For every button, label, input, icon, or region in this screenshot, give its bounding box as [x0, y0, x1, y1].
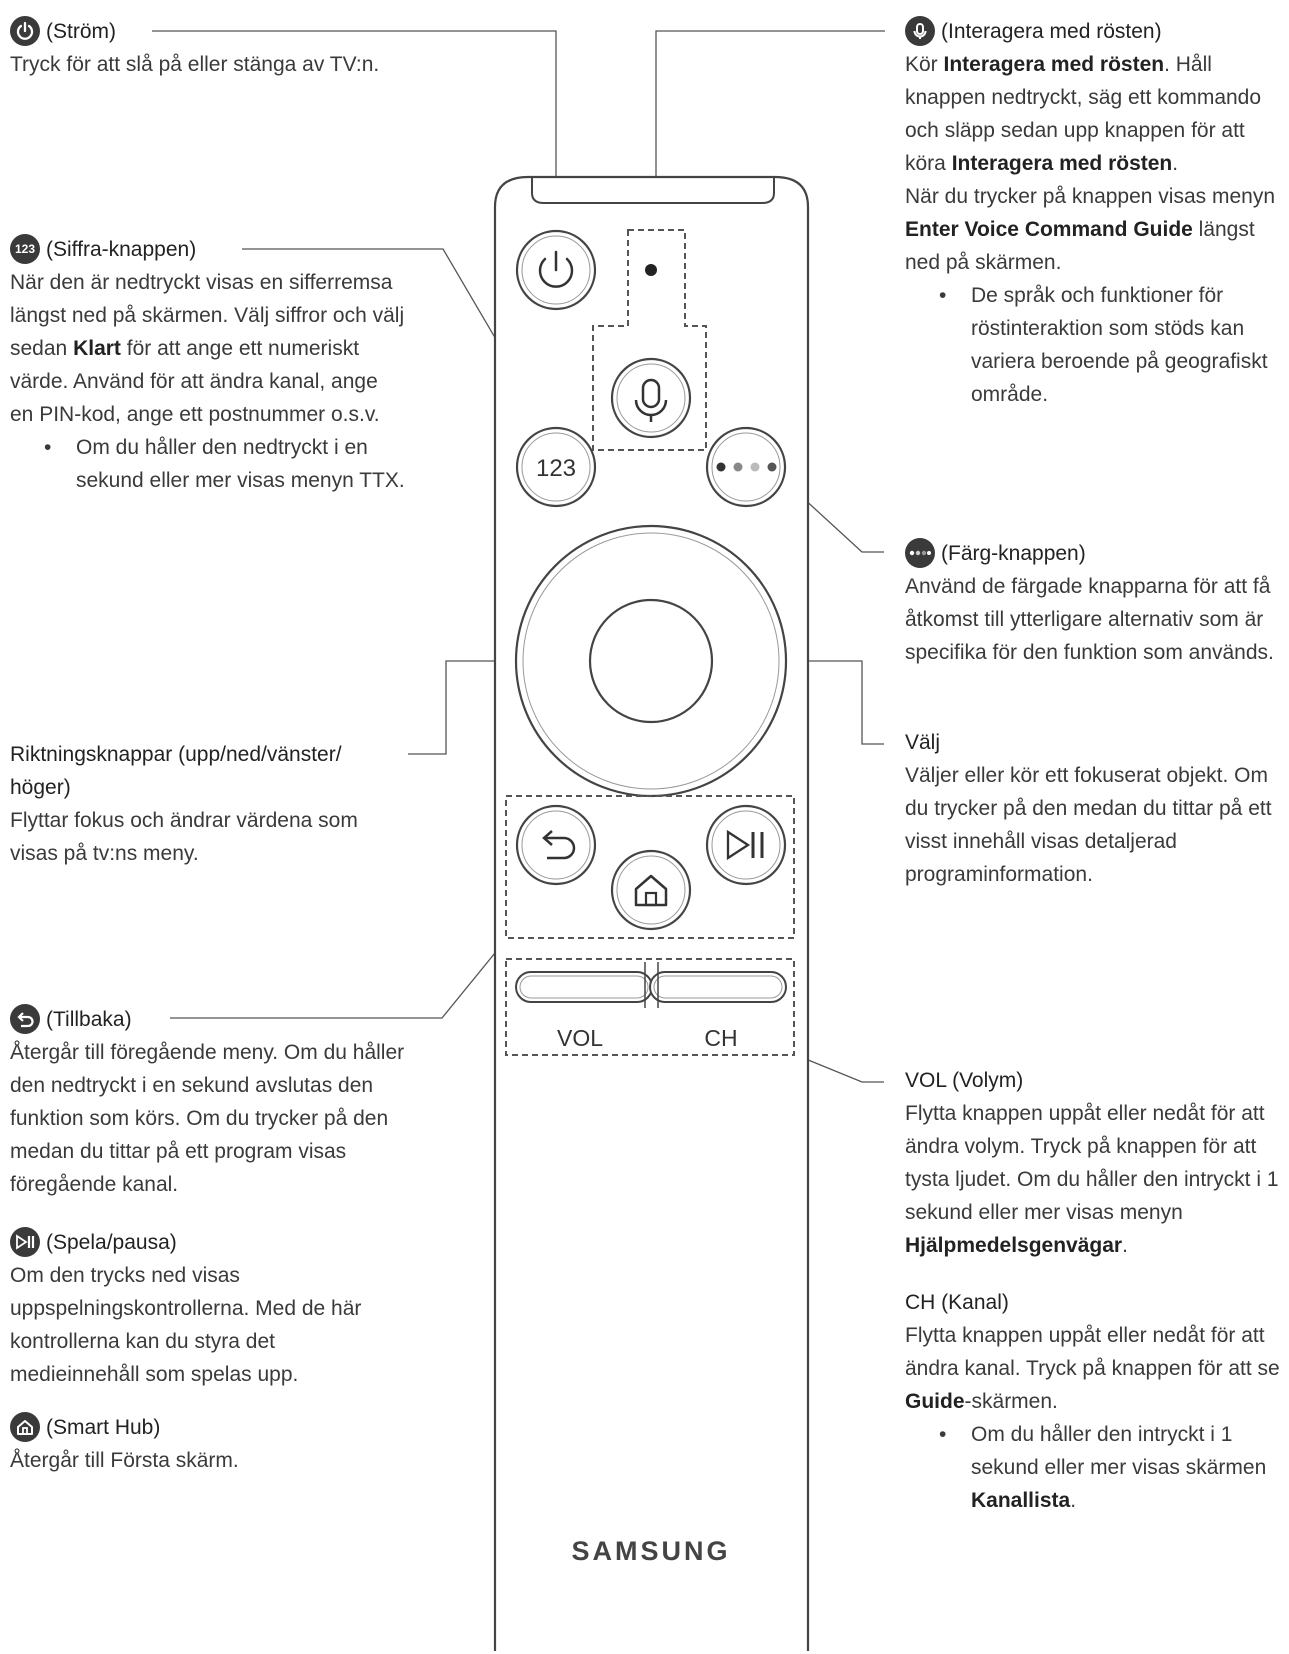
color-text: Använd de färgade knapparna för att få å… — [905, 575, 1274, 664]
microphone-hole — [645, 264, 657, 276]
smarthub-text: Återgår till Första skärm. — [10, 1449, 239, 1472]
vol-description: VOL (Volym) Flytta knappen uppåt eller n… — [905, 1064, 1289, 1262]
direction-description: Riktningsknappar (upp/ned/vänster/ höger… — [10, 738, 405, 870]
home-icon — [10, 1412, 40, 1442]
power-description: (Ström) Tryck för att slå på eller stäng… — [10, 14, 410, 81]
playpause-title: (Spela/pausa) — [46, 1230, 177, 1254]
vol-label: VOL — [557, 1025, 603, 1051]
voice-text-1: Kör Interagera med rösten. Håll knappen … — [905, 53, 1262, 175]
select-button[interactable] — [588, 598, 714, 724]
ch-bullet: Om du håller den intryckt i 1 sekund ell… — [939, 1418, 1289, 1517]
color-dots-icon — [905, 538, 935, 568]
svg-text:123: 123 — [536, 455, 576, 482]
number-description: 123 (Siffra-knappen) När den är nedtryck… — [10, 232, 405, 497]
number-button[interactable]: 123 — [515, 426, 597, 508]
microphone-icon — [905, 16, 935, 46]
direction-text: Flyttar fokus och ändrar värdena som vis… — [10, 809, 358, 865]
number-text: När den är nedtryckt visas en sifferrems… — [10, 271, 405, 426]
back-arrow-icon — [10, 1004, 40, 1034]
ch-text: Flytta knappen uppåt eller nedåt för att… — [905, 1324, 1280, 1413]
playpause-description: (Spela/pausa) Om den trycks ned visas up… — [10, 1225, 405, 1391]
power-text: Tryck för att slå på eller stänga av TV:… — [10, 53, 380, 76]
select-title: Välj — [905, 731, 941, 754]
samsung-logo: SAMSUNG — [571, 1536, 730, 1566]
direction-title: Riktningsknappar (upp/ned/vänster/ höger… — [10, 743, 342, 799]
back-text: Återgår till föregående meny. Om du håll… — [10, 1041, 405, 1196]
color-title: (Färg-knappen) — [941, 541, 1086, 565]
smart-hub-button[interactable] — [610, 849, 692, 931]
voice-text-2: När du trycker på knappen visas menyn En… — [905, 185, 1276, 274]
power-title: (Ström) — [46, 19, 116, 43]
color-button[interactable] — [705, 426, 787, 508]
smarthub-description: (Smart Hub) Återgår till Första skärm. — [10, 1410, 405, 1477]
vol-rocker[interactable] — [515, 971, 653, 1003]
leader-power — [152, 30, 557, 225]
vol-ch-dashed-region — [505, 958, 795, 1056]
color-description: (Färg-knappen) Använd de färgade knappar… — [905, 536, 1289, 669]
voice-dashed-region — [592, 229, 707, 451]
leader-color — [789, 485, 884, 553]
ch-title: CH (Kanal) — [905, 1291, 1009, 1314]
back-button[interactable] — [515, 804, 597, 886]
voice-title: (Interagera med rösten) — [941, 19, 1162, 43]
leader-voice — [655, 30, 885, 236]
leader-back — [170, 936, 509, 1019]
power-button[interactable] — [515, 229, 597, 311]
voice-description: (Interagera med rösten) Kör Interagera m… — [905, 14, 1289, 411]
smarthub-title: (Smart Hub) — [46, 1415, 161, 1439]
voice-bullet: De språk och funktioner för röstinterakt… — [939, 279, 1289, 411]
ch-label: CH — [704, 1025, 737, 1051]
number-bullet: Om du håller den nedtryckt i en sekund e… — [44, 431, 405, 497]
voice-button[interactable] — [610, 357, 692, 439]
playpause-text: Om den trycks ned visas uppspelningskont… — [10, 1264, 362, 1386]
number-123-icon: 123 — [10, 234, 40, 264]
select-description: Välj Väljer eller kör ett fokuserat obje… — [905, 726, 1289, 891]
ch-description: CH (Kanal) Flytta knappen uppåt eller ne… — [905, 1286, 1289, 1517]
back-description: (Tillbaka) Återgår till föregående meny.… — [10, 1002, 405, 1201]
leader-vol — [795, 1054, 884, 1083]
play-pause-button[interactable] — [705, 804, 787, 886]
play-pause-icon — [10, 1227, 40, 1257]
number-title: (Siffra-knappen) — [46, 237, 197, 261]
ch-rocker[interactable] — [649, 971, 787, 1003]
power-icon — [10, 16, 40, 46]
select-text: Väljer eller kör ett fokuserat objekt. O… — [905, 764, 1272, 886]
vol-title: VOL (Volym) — [905, 1069, 1024, 1092]
control-dashed-region — [505, 795, 795, 939]
vol-text: Flytta knappen uppåt eller nedåt för att… — [905, 1102, 1279, 1257]
back-title: (Tillbaka) — [46, 1007, 132, 1031]
